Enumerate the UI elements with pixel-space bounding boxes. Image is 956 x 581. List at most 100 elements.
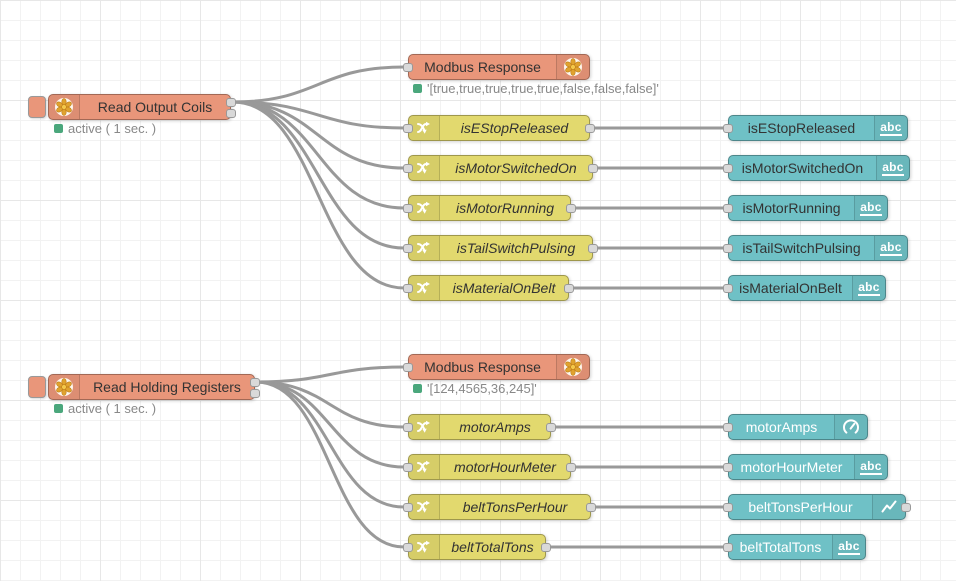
node-label: beltTonsPerHour (462, 499, 568, 515)
wire[interactable] (231, 65, 406, 104)
node-label: isMotorRunning (742, 200, 841, 216)
node-label: Modbus Response (424, 359, 541, 375)
node-change-belttotaltons[interactable]: beltTotalTons (403, 534, 551, 560)
node-modbus-response-coils[interactable]: Modbus Response (403, 54, 590, 80)
output-port[interactable] (566, 463, 576, 472)
abc-icon: abc (876, 156, 909, 180)
node-status: '[true,true,true,true,true,false,false,f… (413, 81, 659, 96)
input-port[interactable] (403, 284, 413, 293)
node-change-motoramps[interactable]: motorAmps (403, 414, 556, 440)
output-port[interactable] (586, 503, 596, 512)
wire[interactable] (254, 380, 406, 509)
gauge-icon (834, 415, 867, 439)
input-port[interactable] (403, 423, 413, 432)
node-change-motorhourmeter[interactable]: motorHourMeter (403, 454, 576, 480)
node-label: Modbus Response (424, 59, 541, 75)
node-ui-ismaterialonbelt[interactable]: isMaterialOnBelt abc (723, 275, 886, 301)
node-change-belttonsperhour[interactable]: beltTonsPerHour (403, 494, 596, 520)
abc-icon: abc (874, 236, 907, 260)
node-status: '[124,4565,36,245]' (413, 381, 537, 396)
node-ui-belttotaltons[interactable]: beltTotalTons abc (723, 534, 866, 560)
node-label: isMotorRunning (455, 200, 555, 216)
node-label: beltTotalTons (451, 539, 534, 555)
inject-button[interactable] (28, 96, 46, 118)
output-port[interactable] (901, 503, 911, 512)
input-port[interactable] (403, 244, 413, 253)
input-port[interactable] (723, 284, 733, 293)
node-change-ismotorrunning[interactable]: isMotorRunning (403, 195, 576, 221)
wire[interactable] (254, 380, 406, 469)
node-ui-ismotorrunning[interactable]: isMotorRunning abc (723, 195, 888, 221)
node-ui-motorhourmeter[interactable]: motorHourMeter abc (723, 454, 888, 480)
node-ui-belttonsperhour[interactable]: beltTonsPerHour (723, 494, 911, 520)
input-port[interactable] (723, 204, 733, 213)
wire[interactable] (231, 100, 406, 250)
node-ui-istailswitchpulsing[interactable]: isTailSwitchPulsing abc (723, 235, 908, 261)
input-port[interactable] (403, 503, 413, 512)
input-port[interactable] (403, 463, 413, 472)
node-label: Read Holding Registers (93, 379, 241, 395)
node-ui-ismotorswitchedon[interactable]: isMotorSwitchedOn abc (723, 155, 910, 181)
wire[interactable] (231, 100, 406, 210)
output-port[interactable] (564, 284, 574, 293)
wire[interactable] (231, 100, 406, 290)
input-port[interactable] (403, 363, 413, 372)
input-port[interactable] (723, 244, 733, 253)
output-port[interactable] (250, 389, 260, 398)
modbus-flower-icon (49, 95, 80, 119)
node-change-ismotorswitchedon[interactable]: isMotorSwitchedOn (403, 155, 598, 181)
wire[interactable] (231, 100, 406, 130)
abc-icon: abc (854, 196, 887, 220)
output-port[interactable] (585, 124, 595, 133)
modbus-flower-icon (49, 375, 80, 399)
output-port[interactable] (546, 423, 556, 432)
output-port[interactable] (541, 543, 551, 552)
change-shuffle-icon (409, 116, 440, 140)
node-change-istailswitchpulsing[interactable]: isTailSwitchPulsing (403, 235, 598, 261)
input-port[interactable] (723, 124, 733, 133)
wire[interactable] (254, 380, 406, 549)
node-label: Read Output Coils (97, 99, 213, 115)
node-label: isMaterialOnBelt (739, 280, 842, 296)
node-read-output-coils[interactable]: Read Output Coils (48, 94, 236, 120)
change-shuffle-icon (409, 196, 440, 220)
node-ui-motoramps[interactable]: motorAmps (723, 414, 868, 440)
node-change-ismaterialonbelt[interactable]: isMaterialOnBelt (403, 275, 574, 301)
node-read-holding-registers[interactable]: Read Holding Registers (48, 374, 260, 400)
output-port[interactable] (588, 244, 598, 253)
input-port[interactable] (403, 124, 413, 133)
modbus-flower-icon (556, 55, 589, 79)
wire[interactable] (231, 100, 406, 170)
input-port[interactable] (403, 543, 413, 552)
node-label: beltTonsPerHour (748, 499, 853, 515)
wire[interactable] (254, 365, 406, 384)
node-status: active ( 1 sec. ) (54, 401, 156, 416)
node-label: motorHourMeter (454, 459, 556, 475)
input-port[interactable] (403, 204, 413, 213)
status-text: '[true,true,true,true,true,false,false,f… (427, 81, 659, 96)
change-shuffle-icon (409, 535, 440, 559)
status-text: active ( 1 sec. ) (68, 401, 157, 416)
node-label: isTailSwitchPulsing (456, 240, 576, 256)
input-port[interactable] (403, 164, 413, 173)
output-port[interactable] (250, 378, 260, 387)
inject-button[interactable] (28, 376, 46, 398)
change-shuffle-icon (409, 455, 440, 479)
change-shuffle-icon (409, 156, 440, 180)
node-ui-isestopreleased[interactable]: isEStopReleased abc (723, 115, 908, 141)
input-port[interactable] (723, 164, 733, 173)
change-shuffle-icon (409, 236, 440, 260)
output-port[interactable] (566, 204, 576, 213)
output-port[interactable] (588, 164, 598, 173)
output-port[interactable] (226, 109, 236, 118)
input-port[interactable] (723, 423, 733, 432)
input-port[interactable] (403, 63, 413, 72)
input-port[interactable] (723, 463, 733, 472)
input-port[interactable] (723, 543, 733, 552)
node-change-isestopreleased[interactable]: isEStopReleased (403, 115, 595, 141)
node-label: isMotorSwitchedOn (455, 160, 577, 176)
input-port[interactable] (723, 503, 733, 512)
output-port[interactable] (226, 98, 236, 107)
node-modbus-response-registers[interactable]: Modbus Response (403, 354, 590, 380)
